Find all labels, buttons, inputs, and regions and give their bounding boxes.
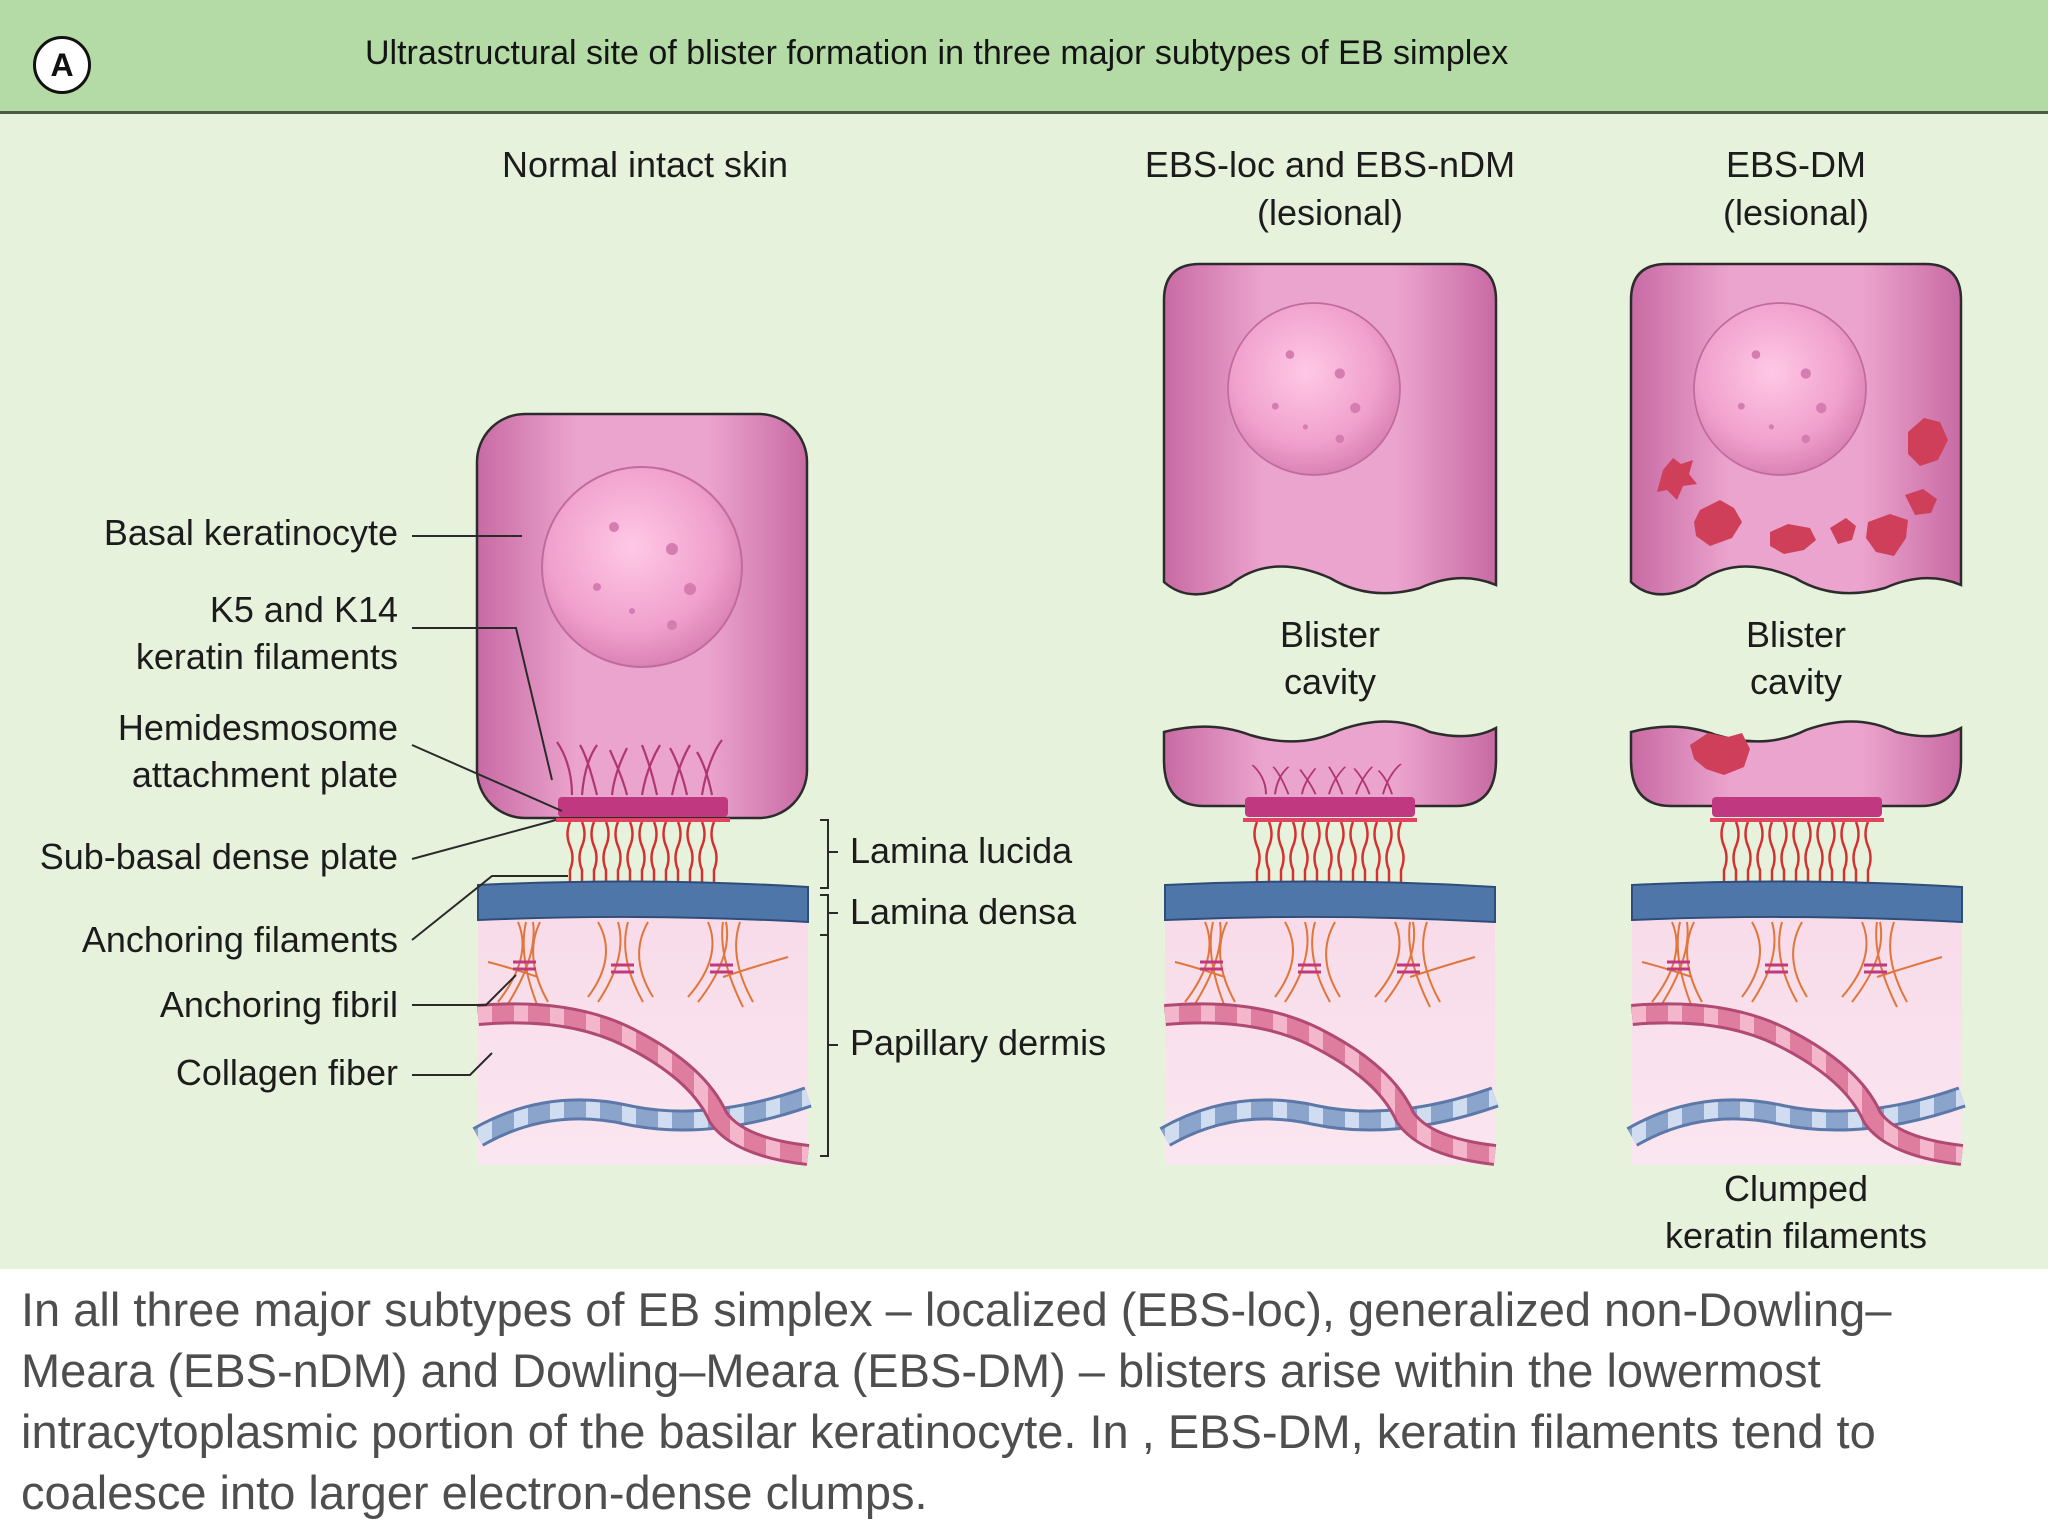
label-papillary-dermis: Papillary dermis	[850, 1020, 1106, 1066]
label-collagen-fiber: Collagen fiber	[0, 1050, 398, 1096]
column-title-normal: Normal intact skin	[480, 142, 810, 188]
label-blister-cavity-dm-line2: cavity	[1696, 659, 1896, 705]
column-title-ebs-dm: EBS-DM	[1646, 142, 1946, 188]
label-anchoring-filaments: Anchoring filaments	[0, 917, 398, 963]
figure-caption: In all three major subtypes of EB simple…	[21, 1279, 2021, 1523]
column-title-ebs-loc-ndm: EBS-loc and EBS-nDM	[1110, 142, 1550, 188]
label-keratin-filaments-line2: keratin filaments	[0, 634, 398, 680]
ebs-loc-ndm-illustration	[1164, 264, 1496, 1165]
label-keratin-filaments-line1: K5 and K14	[0, 587, 398, 633]
label-hemidesmosome-line1: Hemidesmosome	[0, 705, 398, 751]
label-basal-keratinocyte: Basal keratinocyte	[0, 510, 398, 556]
label-sub-basal-dense-plate: Sub-basal dense plate	[0, 834, 398, 880]
normal-skin-illustration	[477, 414, 808, 1165]
label-lamina-lucida: Lamina lucida	[850, 828, 1072, 874]
label-blister-cavity-loc-line1: Blister	[1230, 612, 1430, 658]
label-hemidesmosome-line2: attachment plate	[0, 752, 398, 798]
label-blister-cavity-dm-line1: Blister	[1696, 612, 1896, 658]
label-anchoring-fibril: Anchoring fibril	[0, 982, 398, 1028]
label-blister-cavity-loc-line2: cavity	[1230, 659, 1430, 705]
column-subtitle-ebs-dm: (lesional)	[1646, 190, 1946, 236]
ebs-dm-illustration	[1631, 264, 1962, 1165]
label-lamina-densa: Lamina densa	[850, 889, 1076, 935]
layer-brackets	[820, 820, 838, 1156]
label-clumped-keratin-line2: keratin filaments	[1616, 1213, 1976, 1259]
column-subtitle-ebs-loc-ndm: (lesional)	[1110, 190, 1550, 236]
label-clumped-keratin-line1: Clumped	[1616, 1166, 1976, 1212]
